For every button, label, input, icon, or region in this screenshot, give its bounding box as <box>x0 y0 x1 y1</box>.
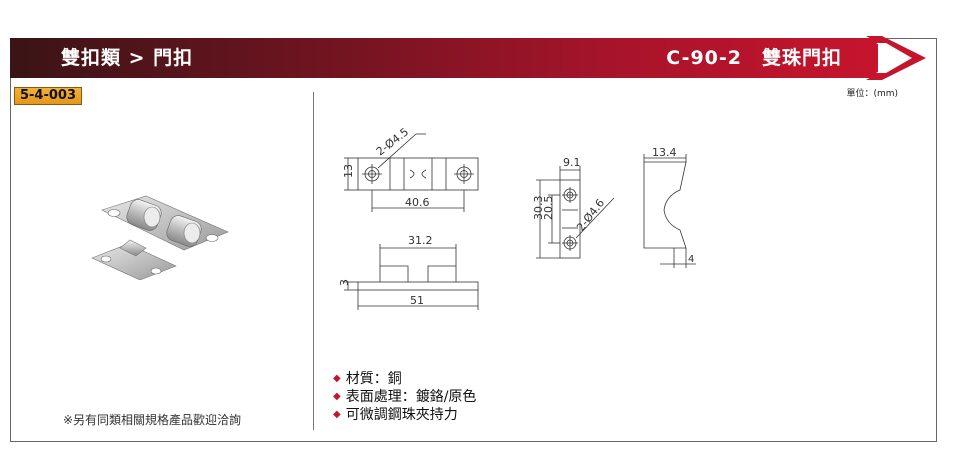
thickness-label: 3 <box>338 279 351 286</box>
spec-list: ◆ 材質：銅 ◆ 表面處理：鍍鉻/原色 ◆ 可微調鋼珠夾持力 <box>333 370 476 424</box>
chevron-arrow-icon <box>866 36 926 80</box>
spec-finish: 表面處理：鍍鉻/原色 <box>345 389 477 405</box>
spec-item: ◆ 材質：銅 <box>333 370 476 388</box>
catch-span-label: 31.2 <box>408 234 433 247</box>
front-view-base <box>357 281 479 291</box>
spec-material: 材質：銅 <box>345 371 402 387</box>
spec-item: ◆ 表面處理：鍍鉻/原色 <box>333 388 476 406</box>
related-products-note: ※另有同類相關規格產品歡迎洽詢 <box>63 413 242 427</box>
spec-item: ◆ 可微調鋼珠夾持力 <box>333 406 476 424</box>
top-view-outline <box>357 157 479 191</box>
category-breadcrumb: 雙扣類 > 門扣 <box>61 47 194 69</box>
diamond-bullet-icon: ◆ <box>333 391 341 402</box>
plate-width-label: 9.1 <box>563 156 581 169</box>
technical-drawing: 2-Ø4.5 13 40.6 31.2 3 51 9.1 30.3 20.5 2… <box>338 125 696 310</box>
product-title: C-90-2 雙珠門扣 <box>666 47 842 69</box>
header-bar <box>10 38 878 78</box>
diamond-bullet-icon: ◆ <box>333 373 341 384</box>
profile-depth-label: 4 <box>688 254 694 265</box>
overall-length-label: 51 <box>410 294 424 307</box>
product-code-badge: 5-4-003 <box>14 87 82 105</box>
side-plate-outline <box>559 179 581 259</box>
product-photo <box>91 195 229 280</box>
profile-width-label: 13.4 <box>652 146 677 159</box>
profile-outline <box>643 161 687 249</box>
diamond-bullet-icon: ◆ <box>333 409 341 420</box>
spec-feature: 可微調鋼珠夾持力 <box>345 407 458 423</box>
plate-holes-label: 2-Ø4.6 <box>574 197 607 234</box>
hole-span-label: 40.6 <box>405 196 430 209</box>
side-height-label: 13 <box>342 164 355 178</box>
column-divider <box>313 92 314 430</box>
holes-label: 2-Ø4.5 <box>374 125 411 158</box>
inner-height-label: 20.5 <box>542 196 555 221</box>
overall-height-label: 30.3 <box>532 196 545 221</box>
unit-label: 單位：(mm) <box>846 89 898 99</box>
